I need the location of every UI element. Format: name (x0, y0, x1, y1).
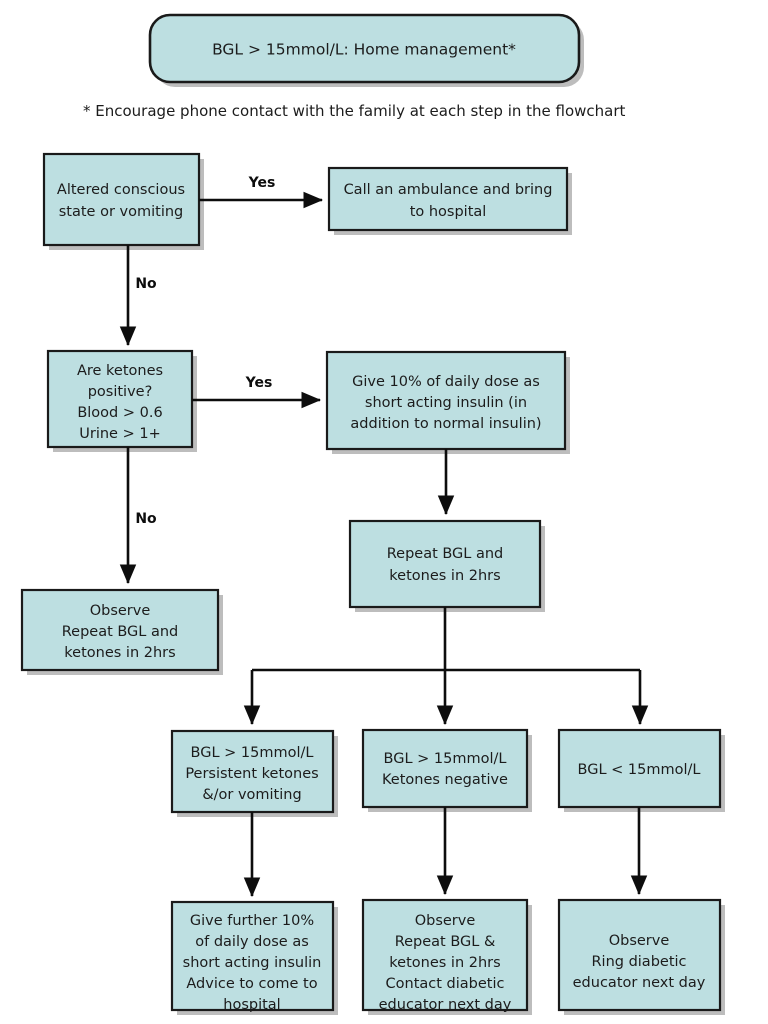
node-altered-conscious-box (42, 152, 201, 247)
node-call-ambulance-box (327, 166, 569, 232)
node-header-box (148, 13, 581, 84)
edge-repeat-to-branches (243, 607, 649, 726)
edge-altered-to-ambulance: Yes (199, 175, 324, 209)
node-give-further-line5: hospital (223, 997, 280, 1013)
node-branch-ketones-negative-line2: Ketones negative (382, 772, 508, 788)
node-observe-repeat-left-line1: Observe (90, 603, 151, 619)
node-give-10-percent-line1: Give 10% of daily dose as (352, 374, 540, 390)
node-give-10-percent: Give 10% of daily dose as short acting i… (325, 350, 570, 454)
node-observe-contact-line2: Repeat BGL & (395, 934, 496, 950)
node-observe-contact-line4: Contact diabetic (386, 976, 505, 992)
node-observe-ring-educator-box (557, 898, 722, 1012)
footnote-text: * Encourage phone contact with the famil… (83, 102, 626, 120)
node-branch-ketones-negative-box (361, 728, 529, 809)
node-observe-repeat-left-line2: Repeat BGL and (62, 624, 179, 640)
node-give-10-percent-line2: short acting insulin (in (365, 395, 527, 411)
node-observe-contact-line5: educator next day (379, 997, 512, 1013)
node-branch-bgl-low: BGL < 15mmol/L (557, 728, 725, 812)
node-branch-ketones-negative-line1: BGL > 15mmol/L (384, 751, 507, 767)
node-give-further-line3: short acting insulin (183, 955, 322, 971)
node-observe-ring-line3: educator next day (573, 975, 706, 991)
node-branch-persistent-ketones-box (170, 729, 335, 814)
node-observe-contact-line3: ketones in 2hrs (389, 955, 500, 971)
node-branch-persistent-line2: Persistent ketones (185, 766, 318, 782)
node-call-ambulance-line1: Call an ambulance and bring (344, 182, 553, 198)
node-altered-conscious: Altered conscious state or vomiting (42, 152, 204, 250)
node-are-ketones-line3: Blood > 0.6 (77, 405, 162, 421)
node-give-further-line4: Advice to come to (186, 976, 317, 992)
node-branch-persistent-ketones: BGL > 15mmol/L Persistent ketones &/or v… (170, 729, 338, 817)
node-are-ketones-positive: Are ketones positive? Blood > 0.6 Urine … (46, 349, 197, 452)
node-repeat-bgl-ketones-line1: Repeat BGL and (387, 546, 504, 562)
node-observe-contact-educator: Observe Repeat BGL & ketones in 2hrs Con… (361, 898, 532, 1015)
node-are-ketones-line2: positive? (88, 384, 153, 400)
node-call-ambulance-line2: to hospital (410, 204, 487, 220)
edge-label-yes-top: Yes (248, 175, 276, 191)
node-are-ketones-positive-box (46, 349, 194, 449)
node-observe-contact-line1: Observe (415, 913, 476, 929)
node-header: BGL > 15mmol/L: Home management* (148, 13, 584, 87)
node-branch-ketones-negative: BGL > 15mmol/L Ketones negative (361, 728, 532, 812)
node-branch-persistent-line3: &/or vomiting (202, 787, 301, 803)
node-are-ketones-line4: Urine > 1+ (79, 426, 160, 442)
node-give-10-percent-line3: addition to normal insulin) (350, 416, 541, 432)
node-altered-conscious-line1: Altered conscious (57, 182, 185, 198)
node-call-ambulance: Call an ambulance and bring to hospital (327, 166, 572, 235)
node-observe-repeat-left: Observe Repeat BGL and ketones in 2hrs (20, 588, 223, 675)
node-header-label: BGL > 15mmol/L: Home management* (212, 41, 516, 59)
node-observe-ring-educator: Observe Ring diabetic educator next day (557, 898, 725, 1015)
node-observe-repeat-left-line3: ketones in 2hrs (64, 645, 175, 661)
node-give-further-line1: Give further 10% (190, 913, 314, 929)
node-observe-repeat-left-box (20, 588, 220, 672)
node-observe-contact-educator-box (361, 898, 529, 1012)
node-observe-ring-line2: Ring diabetic (591, 954, 686, 970)
edge-altered-to-ketones: No (119, 245, 157, 347)
node-are-ketones-line1: Are ketones (77, 363, 163, 379)
node-give-further-10-percent: Give further 10% of daily dose as short … (170, 900, 338, 1015)
node-repeat-bgl-ketones-line2: ketones in 2hrs (389, 568, 500, 584)
edge-ketones-to-observe: No (119, 447, 157, 585)
node-give-10-percent-box (325, 350, 567, 451)
node-altered-conscious-line2: state or vomiting (59, 204, 184, 220)
edge-label-no-middle: No (135, 511, 157, 527)
edge-label-yes-middle: Yes (245, 375, 273, 391)
node-give-further-10-percent-box (170, 900, 335, 1012)
node-branch-bgl-low-line1: BGL < 15mmol/L (578, 762, 701, 778)
node-repeat-bgl-ketones: Repeat BGL and ketones in 2hrs (348, 519, 545, 612)
node-branch-bgl-low-box (557, 728, 722, 809)
node-branch-persistent-line1: BGL > 15mmol/L (191, 745, 314, 761)
node-give-further-line2: of daily dose as (195, 934, 309, 950)
node-observe-ring-line1: Observe (609, 933, 670, 949)
edge-ketones-to-give10: Yes (192, 375, 322, 409)
node-repeat-bgl-ketones-box (348, 519, 542, 609)
edge-label-no-top: No (135, 276, 157, 292)
